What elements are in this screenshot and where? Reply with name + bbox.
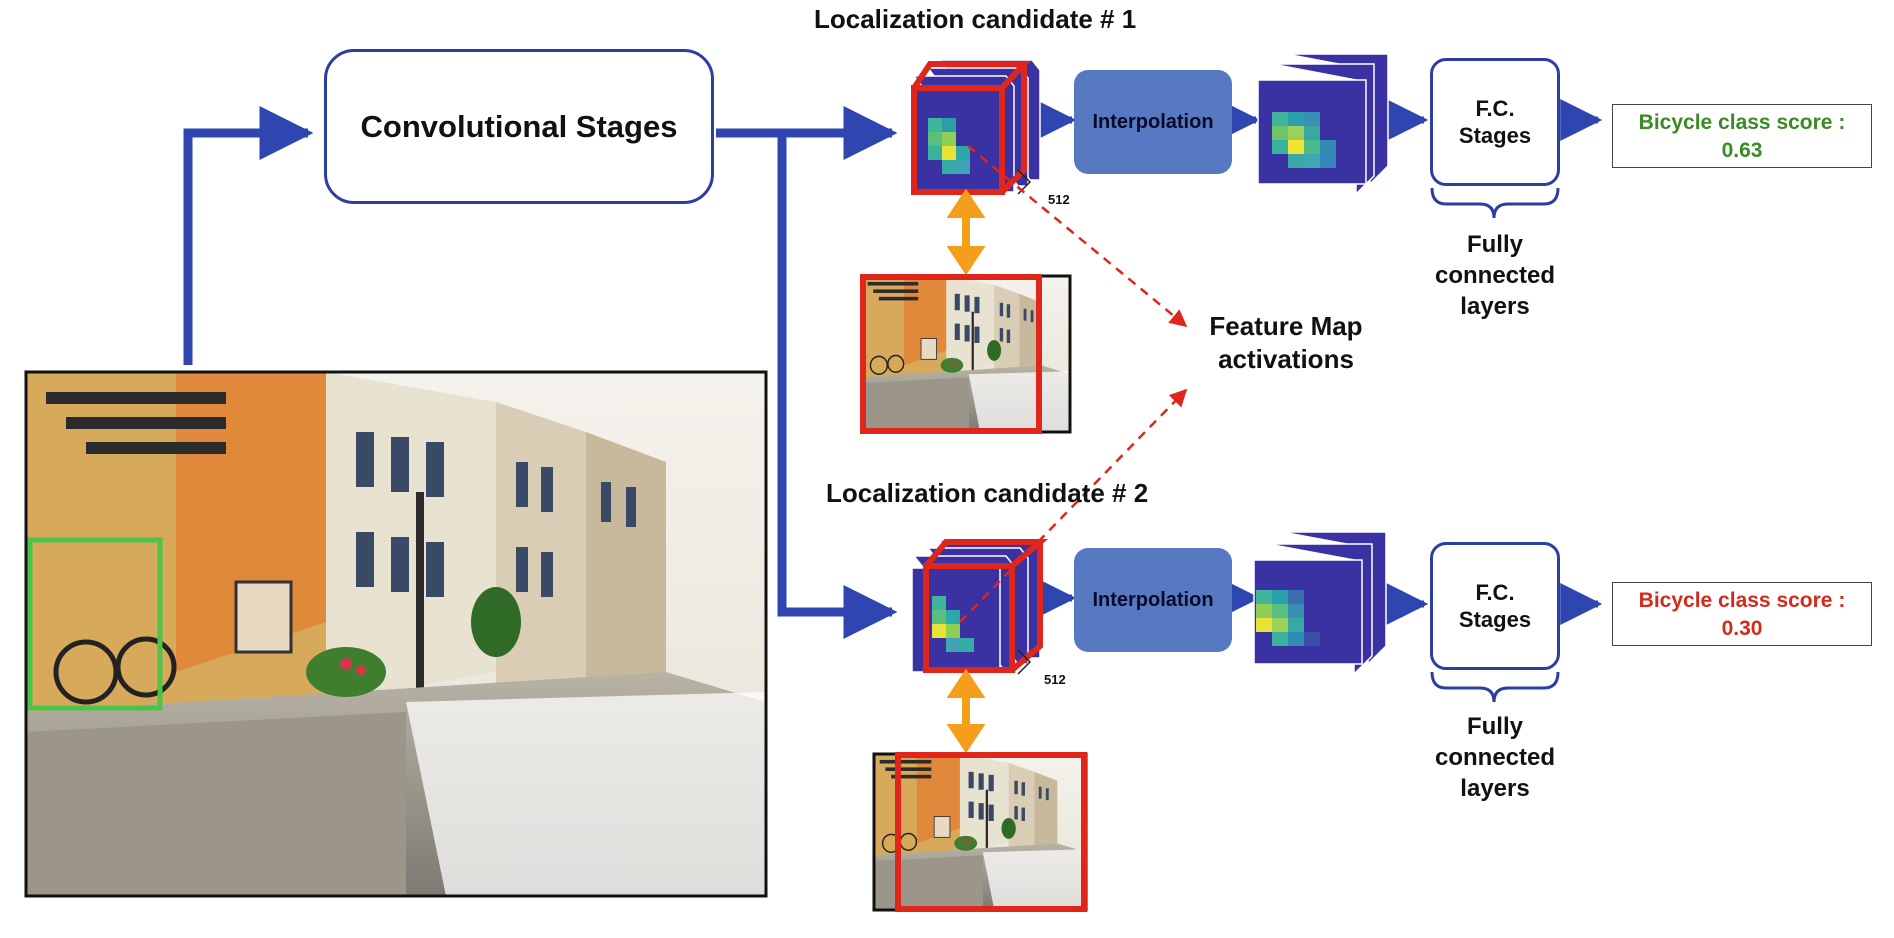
score-box-2: Bicycle class score : 0.30 (1612, 582, 1872, 646)
candidate1-crop-thumbnail (860, 274, 1072, 434)
fc-stages-box-1: F.C. Stages (1430, 58, 1560, 186)
fc-caption-1: Fully connected layers (1434, 231, 1556, 320)
interpolation-box-2: Interpolation (1074, 548, 1232, 652)
fc-brace-2 (1430, 671, 1560, 703)
candidate2-interpolated-map (1253, 531, 1387, 676)
score-value-1: 0.63 (1721, 139, 1763, 162)
candidate2-title: Localization candidate # 2 (826, 478, 1149, 508)
input-street-photo (24, 370, 768, 898)
convolutional-stages-box: Convolutional Stages (324, 49, 714, 204)
score-label-2: Bicycle class score : (1638, 589, 1846, 612)
cube-crop-links (946, 188, 986, 754)
candidate2-crop-thumbnail (872, 752, 1088, 912)
candidate2-feature-cube (911, 539, 1049, 675)
fc-caption-2: Fully connected layers (1434, 713, 1556, 802)
bicycle-detection-box (27, 537, 163, 711)
candidate1-interpolated-map (1257, 53, 1389, 196)
feature-map-activations-label: Feature Map activations (1209, 311, 1363, 374)
conv-to-candidate2-arrow (777, 133, 898, 639)
score-label-1: Bicycle class score : (1638, 111, 1846, 134)
depth-label-1: 512 (1048, 192, 1070, 207)
score-value-2: 0.30 (1721, 617, 1763, 640)
fc-brace-1 (1430, 187, 1560, 219)
input-to-conv-arrow (183, 106, 314, 365)
depth-label-2: 512 (1044, 672, 1066, 687)
interpolation-box-1: Interpolation (1074, 70, 1232, 174)
candidate1-title: Localization candidate # 1 (814, 4, 1137, 34)
row2-flow-arrows (1034, 577, 1603, 625)
score-box-1: Bicycle class score : 0.63 (1612, 104, 1872, 168)
candidate1-feature-cube (911, 59, 1041, 195)
feature-map-pointers (959, 145, 1188, 623)
fc-stages-box-2: F.C. Stages (1430, 542, 1560, 670)
